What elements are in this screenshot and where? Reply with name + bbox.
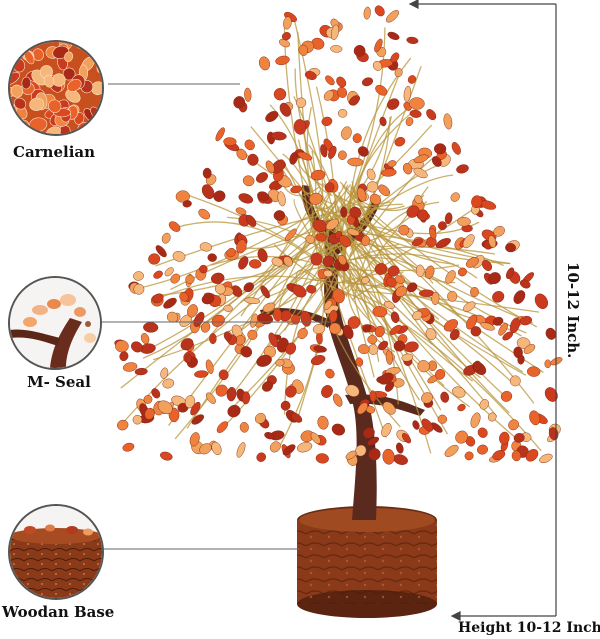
wooden-base-graphic <box>297 506 437 618</box>
carnelian-label: Carnelian <box>13 143 96 161</box>
callout-lines <box>102 83 330 550</box>
dimension-arrows <box>408 0 557 621</box>
bottom-dimension-label: Height 10-12 Inch. <box>458 620 600 636</box>
m-seal-inset <box>8 276 102 370</box>
vertical-dimension-label: 10-12 Inch. <box>564 262 582 359</box>
carnelian-inset <box>8 40 104 136</box>
wooden-base-inset <box>8 504 104 600</box>
wooden-base-label: Woodan Base <box>2 603 115 621</box>
carnelian-stones <box>114 5 563 466</box>
m-seal-label: M- Seal <box>27 373 91 391</box>
